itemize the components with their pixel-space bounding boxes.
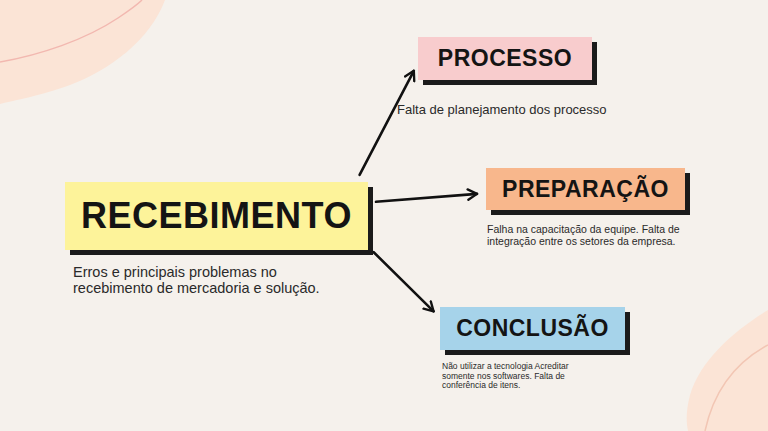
title-box: PREPARAÇÃO <box>486 168 685 210</box>
arrow-connector <box>360 71 414 175</box>
topic-node: PREPARAÇÃO Falha na capacitação da equipe… <box>486 168 704 248</box>
title-box: CONCLUSÃO <box>440 307 625 350</box>
topic-node: CONCLUSÃO Não utilizar a tecnologia Acred… <box>440 307 625 391</box>
arrow-connector <box>376 194 477 202</box>
corner-line <box>705 345 768 431</box>
corner-blob <box>687 310 768 431</box>
corner-blob <box>0 0 165 104</box>
corner-line <box>0 0 142 62</box>
topic-node: RECEBIMENTO Erros e principais problemas … <box>65 182 368 296</box>
description-text: Erros e principais problemas no recebime… <box>73 264 335 296</box>
arrow-connector <box>374 252 434 311</box>
title-box: PROCESSO <box>418 37 592 80</box>
topic-node: PROCESSOFalta de planejamento dos proces… <box>418 37 718 118</box>
description-text: Falha na capacitação da equipe. Falta de… <box>487 224 705 248</box>
description-text: Não utilizar a tecnologia Acreditar some… <box>442 362 594 391</box>
title-box: RECEBIMENTO <box>65 182 368 250</box>
description-text: Falta de planejamento dos processo <box>397 103 697 118</box>
